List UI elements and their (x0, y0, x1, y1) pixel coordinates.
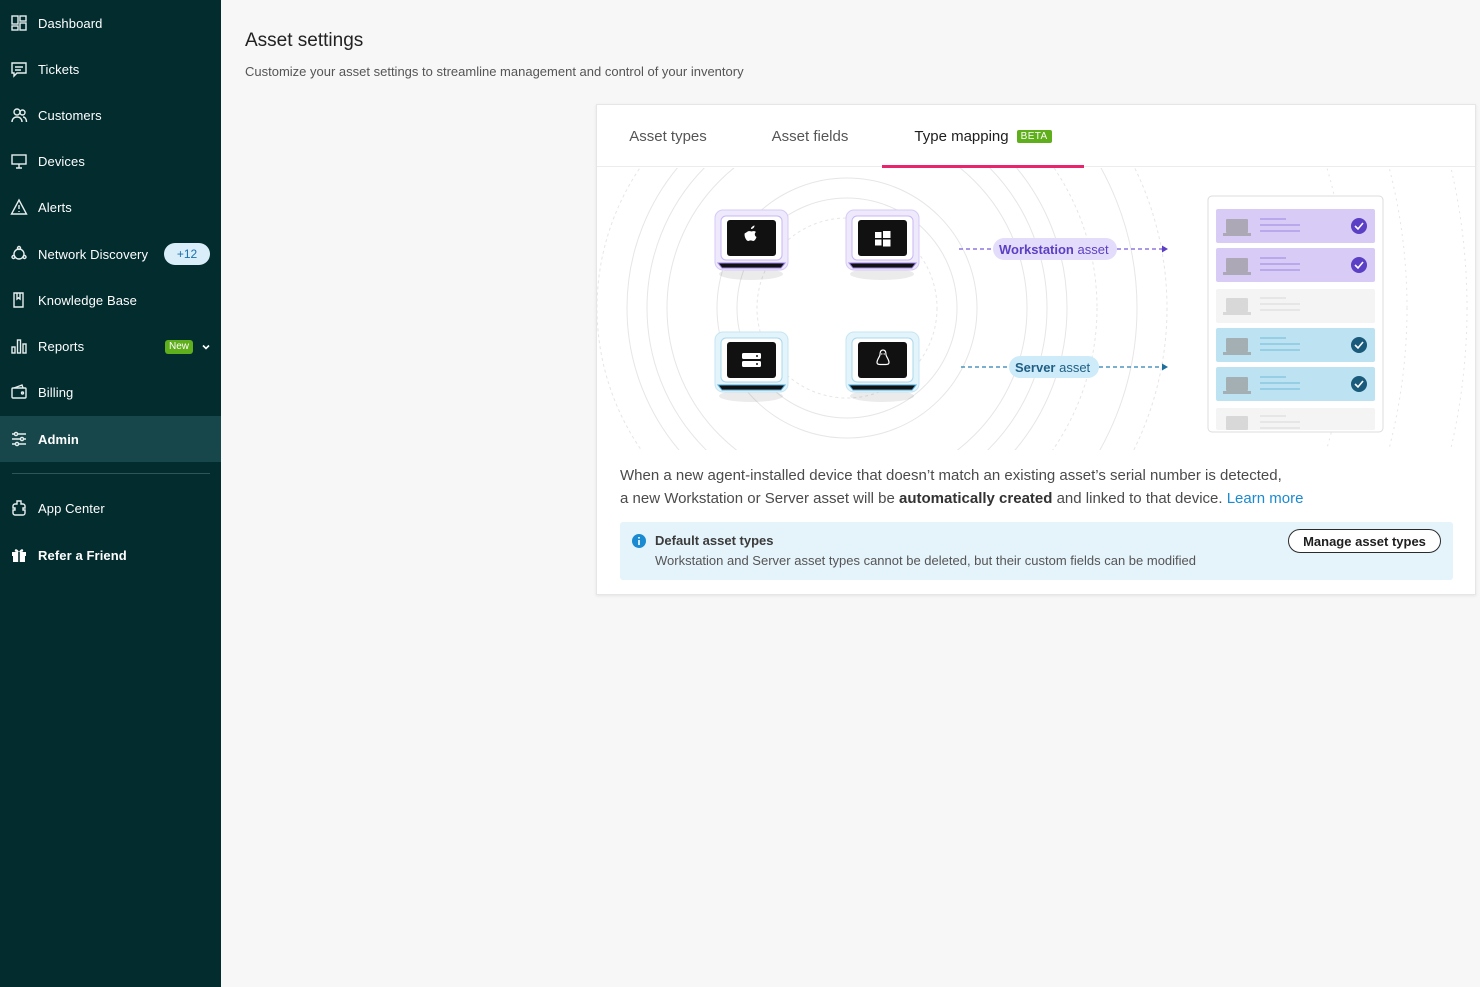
check-icon (1351, 218, 1367, 392)
sidebar-item-label: Devices (38, 153, 85, 169)
notice-title: Default asset types (655, 533, 774, 548)
svg-text:Workstation asset: Workstation asset (999, 242, 1109, 257)
sidebar-divider (12, 473, 210, 474)
tab-asset-fields[interactable]: Asset fields (751, 105, 869, 167)
sidebar-item-label: Alerts (38, 199, 72, 215)
sidebar-item-admin[interactable]: Admin (0, 416, 221, 462)
macos-laptop-icon (714, 209, 789, 271)
description-emphasis: automatically created (899, 490, 1053, 507)
sidebar-item-devices[interactable]: Devices (0, 138, 221, 184)
sidebar-item-label: Reports (38, 338, 85, 354)
manage-asset-types-button[interactable]: Manage asset types (1288, 529, 1441, 553)
settings-card: Asset types Asset fields Type mapping BET… (596, 104, 1476, 595)
server-asset-label-bold: Server (1015, 360, 1055, 375)
sidebar-item-label: Billing (38, 384, 74, 400)
description-text: a new Workstation or Server asset will b… (620, 490, 900, 507)
windows-laptop-icon (845, 209, 920, 271)
sidebar-item-label: App Center (38, 500, 105, 516)
type-mapping-illustration: Workstation asset Server asset (597, 168, 1475, 450)
billing-icon (10, 383, 28, 401)
devices-icon (10, 152, 28, 170)
svg-text:Server asset: Server asset (1015, 360, 1091, 375)
sidebar-item-label: Customers (38, 107, 102, 123)
network-discovery-icon (10, 245, 28, 263)
beta-badge: BETA (1016, 129, 1052, 143)
info-icon (632, 534, 646, 548)
page-title: Asset settings (245, 30, 364, 51)
sidebar-item-app-center[interactable]: App Center (0, 485, 221, 531)
app-center-icon (10, 499, 28, 517)
gift-icon (10, 546, 28, 564)
illustration-svg: Workstation asset Server asset (597, 168, 1468, 450)
sidebar-item-billing[interactable]: Billing (0, 369, 221, 415)
tab-label: Type mapping (914, 127, 1009, 145)
new-badge: New (165, 340, 194, 354)
tab-label: Asset types (629, 127, 707, 145)
sidebar-item-reports[interactable]: Reports New (0, 323, 221, 369)
chevron-down-icon[interactable] (200, 340, 212, 352)
sidebar-item-alerts[interactable]: Alerts (0, 184, 221, 230)
customers-icon (10, 106, 28, 124)
tab-asset-types[interactable]: Asset types (609, 105, 727, 167)
linux-laptop-icon (845, 331, 920, 393)
learn-more-link[interactable]: Learn more (1226, 490, 1304, 507)
description-line-1: When a new agent-installed device that d… (620, 467, 1282, 484)
tab-label: Asset fields (771, 127, 849, 145)
tab-type-mapping[interactable]: Type mapping BETA (882, 105, 1084, 168)
description-line-2: a new Workstation or Server asset will b… (620, 487, 1460, 510)
server-asset-label: asset (1055, 360, 1090, 375)
tab-bar: Asset types Asset fields Type mapping BET… (597, 105, 1475, 168)
alert-icon (10, 198, 28, 216)
knowledge-base-icon (10, 291, 28, 309)
sidebar-item-label: Refer a Friend (38, 547, 127, 563)
sidebar-item-network-discovery[interactable]: Network Discovery +12 (0, 231, 221, 277)
page-subtitle: Customize your asset settings to streaml… (245, 64, 744, 79)
sidebar-item-knowledge-base[interactable]: Knowledge Base (0, 277, 221, 323)
default-asset-types-notice: Default asset types Workstation and Serv… (620, 522, 1453, 580)
sidebar-item-refer-a-friend[interactable]: Refer a Friend (0, 532, 221, 578)
admin-icon (10, 430, 28, 448)
asset-list-rows (1216, 209, 1375, 430)
workstation-asset-label-bold: Workstation (999, 242, 1074, 257)
sidebar-item-tickets[interactable]: Tickets (0, 46, 221, 92)
sidebar-item-dashboard[interactable]: Dashboard (0, 0, 221, 46)
sidebar-item-label: Network Discovery (38, 246, 149, 262)
workstation-asset-label: asset (1074, 242, 1109, 257)
sidebar-item-label: Dashboard (38, 15, 103, 31)
type-mapping-description: When a new agent-installed device that d… (620, 464, 1460, 510)
sidebar: Dashboard Tickets Customers Devices Aler… (0, 0, 221, 987)
dashboard-icon (10, 14, 28, 32)
sidebar-item-label: Knowledge Base (38, 292, 137, 308)
sidebar-item-customers[interactable]: Customers (0, 92, 221, 138)
sidebar-item-label: Admin (38, 431, 79, 447)
sidebar-item-label: Tickets (38, 61, 80, 77)
count-badge: +12 (164, 243, 210, 265)
notice-text: Workstation and Server asset types canno… (655, 553, 1197, 568)
reports-icon (10, 337, 28, 355)
tickets-icon (10, 60, 28, 78)
server-laptop-icon (714, 331, 789, 393)
description-text: and linked to that device. (1052, 490, 1227, 507)
